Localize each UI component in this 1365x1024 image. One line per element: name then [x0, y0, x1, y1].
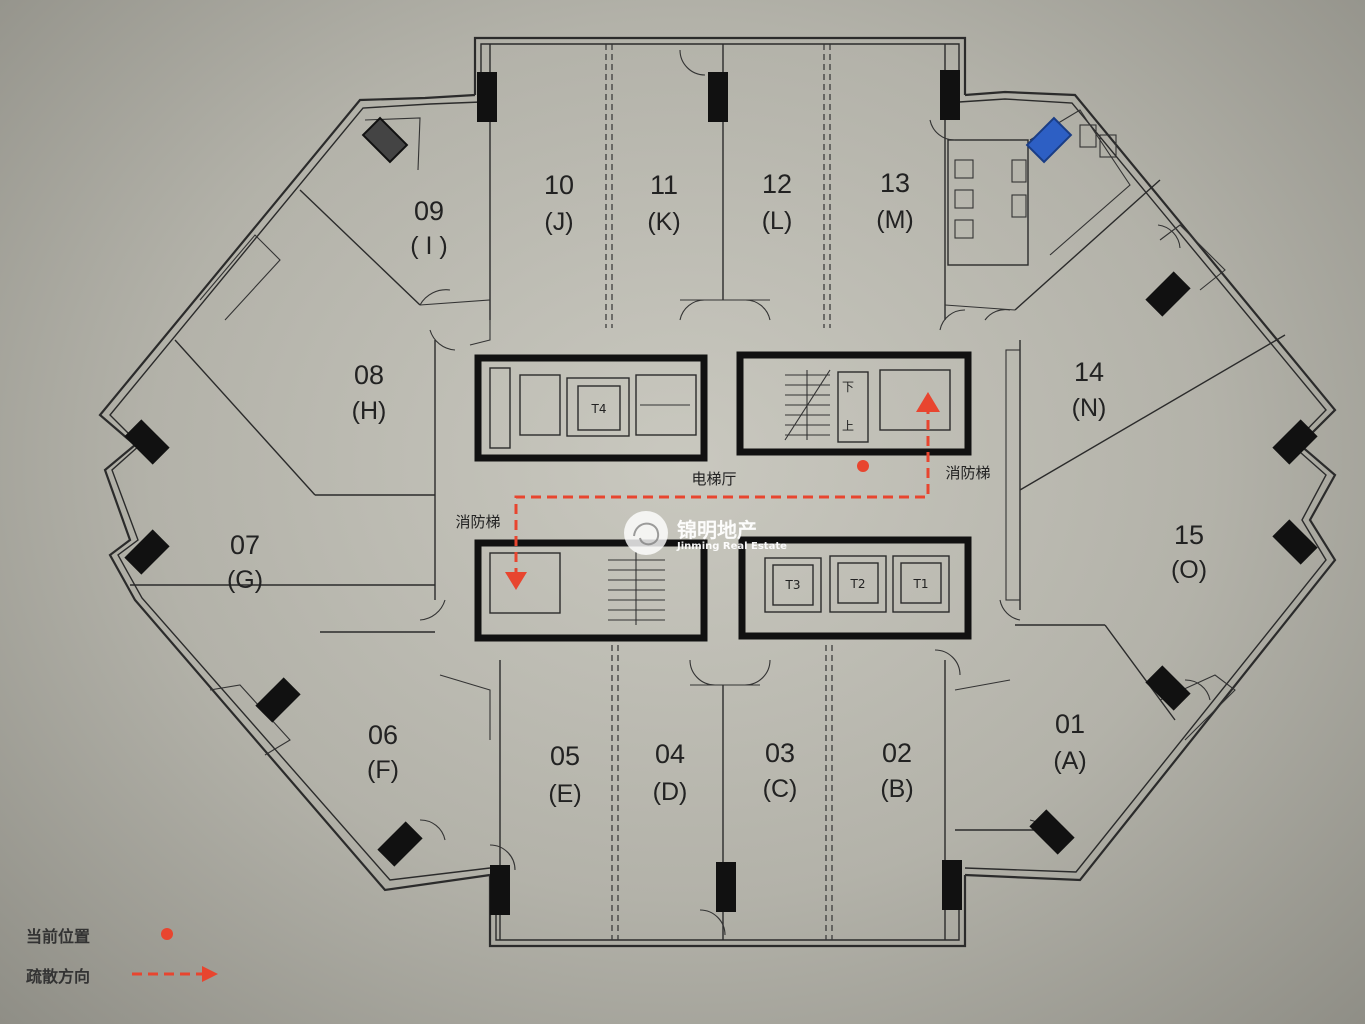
room-03-code: (C): [763, 775, 798, 803]
room-09-number: 09: [414, 196, 444, 226]
elevator-hall-label: 电梯厅: [691, 470, 736, 488]
watermark-subtitle: Jinming Real Estate: [676, 541, 787, 552]
room-05-code: (E): [548, 780, 581, 808]
room-09-code: ( I ): [410, 232, 448, 260]
pillars: [124, 70, 1318, 915]
blue-pillar: [1025, 116, 1073, 164]
legend-current-position-label: 当前位置: [26, 927, 90, 946]
room-04-code: (D): [653, 778, 688, 806]
building-outline: [98, 36, 1337, 948]
legend-evacuation-label: 疏散方向: [26, 967, 90, 986]
watermark-title: 锦明地产: [677, 518, 757, 542]
room-14-number: 14: [1074, 357, 1104, 387]
room-15-code: (O): [1171, 556, 1207, 584]
room-14-code: (N): [1072, 394, 1107, 422]
room-06-code: (F): [367, 756, 399, 784]
room-labels: 01 (A) 02 (B) 03 (C) 04 (D) 05 (E) 06 (F…: [227, 168, 1207, 808]
watermark-logo-icon: [624, 511, 668, 555]
stair-up-label: 上: [842, 419, 854, 433]
room-01-number: 01: [1055, 709, 1085, 739]
room-06-number: 06: [368, 720, 398, 750]
elevator-t2-label: T2: [850, 577, 866, 591]
watermark: 锦明地产 Jinming Real Estate: [624, 511, 787, 555]
room-10-code: (J): [544, 208, 573, 236]
stair-down-label: 下: [842, 380, 854, 394]
elevator-t1-label: T1: [913, 577, 929, 591]
room-03-number: 03: [765, 738, 795, 768]
elevator-t4-label: T4: [591, 402, 607, 416]
room-partitions: [130, 44, 1286, 940]
room-13-code: (M): [876, 206, 913, 234]
room-11-number: 11: [650, 170, 678, 200]
legend-evacuation-arrow-icon: [202, 966, 218, 982]
room-15-number: 15: [1174, 520, 1204, 550]
room-10-number: 10: [544, 170, 574, 200]
legend-current-position-dot: [161, 928, 173, 940]
room-05-number: 05: [550, 741, 580, 771]
room-07-number: 07: [230, 530, 260, 560]
room-08-code: (H): [352, 397, 387, 425]
room-07-code: (G): [227, 566, 263, 594]
fire-stair-label-right: 消防梯: [945, 464, 990, 482]
evacuation-route: [505, 392, 940, 590]
current-position-marker: [857, 460, 869, 472]
room-02-code: (B): [880, 775, 913, 803]
room-02-number: 02: [882, 738, 912, 768]
elevator-t3-label: T3: [785, 578, 801, 592]
legend: 当前位置 疏散方向: [26, 927, 218, 986]
room-08-number: 08: [354, 360, 384, 390]
room-12-code: (L): [762, 207, 793, 235]
route-arrow-down: [505, 572, 527, 590]
room-11-code: (K): [647, 208, 680, 236]
room-12-number: 12: [762, 169, 792, 199]
fire-stair-label-left: 消防梯: [455, 513, 500, 531]
stair-lower: [608, 552, 665, 625]
core: [474, 351, 972, 642]
room-13-number: 13: [880, 168, 910, 198]
room-04-number: 04: [655, 739, 685, 769]
stair-upper: [784, 369, 831, 441]
room-01-code: (A): [1053, 747, 1086, 775]
route-arrow-up: [916, 392, 940, 412]
